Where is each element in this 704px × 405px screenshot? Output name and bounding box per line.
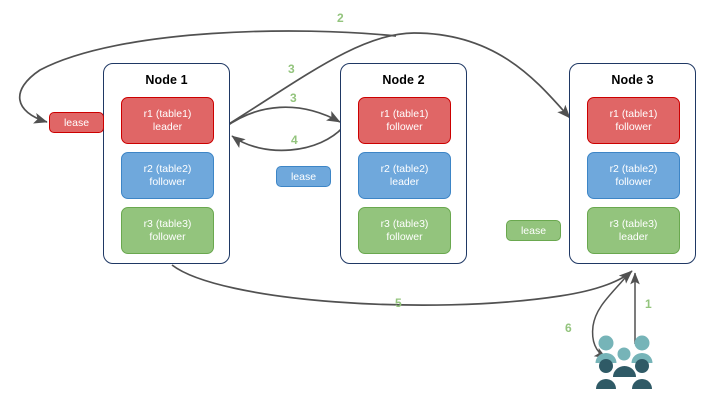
- arrow-4-path: [231, 124, 346, 152]
- people-group-svg: [595, 335, 653, 389]
- node-box-2[interactable]: Node 2 r1 (table1) follower r2 (table2) …: [340, 63, 467, 264]
- replica-role: leader: [618, 230, 649, 243]
- node-3-replica-r3[interactable]: r3 (table3) leader: [587, 207, 680, 254]
- replica-name: r3 (table3): [380, 217, 429, 230]
- node-1-replica-r3[interactable]: r3 (table3) follower: [121, 207, 214, 254]
- node-2-replica-r1[interactable]: r1 (table1) follower: [358, 97, 451, 144]
- replica-role: follower: [149, 230, 186, 243]
- node-1-title: Node 1: [145, 73, 188, 87]
- replica-name: r2 (table2): [143, 162, 192, 175]
- node-2-replica-r2[interactable]: r2 (table2) leader: [358, 152, 451, 199]
- node-box-1[interactable]: Node 1 r1 (table1) leader r2 (table2) fo…: [103, 63, 230, 264]
- replica-role: leader: [152, 120, 183, 133]
- node-3-title: Node 3: [611, 73, 654, 87]
- node-1-replica-r2[interactable]: r2 (table2) follower: [121, 152, 214, 199]
- replica-name: r1 (table1): [380, 107, 429, 120]
- step-label-4: 4: [291, 133, 298, 147]
- people-group-icon: [594, 333, 656, 389]
- node-1-replica-r1[interactable]: r1 (table1) leader: [121, 97, 214, 144]
- replica-role: follower: [615, 120, 652, 133]
- node-2-replica-r3[interactable]: r3 (table3) follower: [358, 207, 451, 254]
- step-label-5: 5: [395, 296, 402, 310]
- lease-badge-red[interactable]: lease: [49, 112, 104, 133]
- replica-name: r2 (table2): [609, 162, 658, 175]
- node-2-title: Node 2: [382, 73, 425, 87]
- step-label-1: 1: [645, 297, 652, 311]
- replica-name: r2 (table2): [380, 162, 429, 175]
- step-label-3-upper: 3: [288, 62, 295, 76]
- replica-name: r1 (table1): [609, 107, 658, 120]
- replica-name: r3 (table3): [143, 217, 192, 230]
- replica-role: follower: [386, 230, 423, 243]
- replica-name: r1 (table1): [143, 107, 192, 120]
- step-label-3-lower: 3: [290, 91, 297, 105]
- node-3-replica-r1[interactable]: r1 (table1) follower: [587, 97, 680, 144]
- step-label-6: 6: [565, 321, 572, 335]
- replica-role: leader: [389, 175, 420, 188]
- replica-role: follower: [149, 175, 186, 188]
- arrow-5-path: [171, 264, 633, 306]
- replica-role: follower: [386, 120, 423, 133]
- lease-badge-green[interactable]: lease: [506, 220, 561, 241]
- step-label-2: 2: [337, 11, 344, 25]
- node-3-replica-r2[interactable]: r2 (table2) follower: [587, 152, 680, 199]
- arrow-3-lower-path: [223, 106, 341, 129]
- node-box-3[interactable]: Node 3 r1 (table1) follower r2 (table2) …: [569, 63, 696, 264]
- replica-role: follower: [615, 175, 652, 188]
- lease-badge-blue[interactable]: lease: [276, 166, 331, 187]
- replica-name: r3 (table3): [609, 217, 658, 230]
